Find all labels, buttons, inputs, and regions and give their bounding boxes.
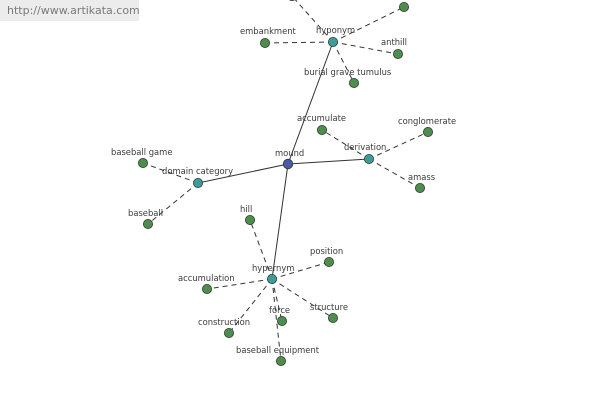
node-label-construction: construction: [198, 317, 250, 327]
node-label-position: position: [310, 246, 343, 256]
leaf-node-burial-grave[interactable]: [348, 78, 359, 89]
leaf-node-structure[interactable]: [327, 312, 338, 323]
edge-domain-category-baseball: [147, 182, 199, 225]
relation-node-derivation[interactable]: [363, 153, 374, 164]
edge-mound-derivation: [287, 158, 370, 165]
node-label-accumulate: accumulate: [297, 113, 346, 123]
edge-hypernym-construction: [228, 278, 273, 334]
graph-labels: embankment anthill burial grave tumulus acc…: [111, 25, 456, 355]
edge-hyponym-top-top-leaf-1: [294, 0, 334, 43]
edge-mound-hyponym-top: [287, 41, 334, 165]
leaf-node-position[interactable]: [323, 256, 334, 267]
edge-hypernym-hill: [249, 219, 273, 280]
node-label-conglomerate: conglomerate: [398, 116, 456, 126]
leaf-node-baseball[interactable]: [142, 218, 153, 229]
node-label-structure: structure: [310, 302, 348, 312]
edge-mound-hypernym: [271, 163, 289, 280]
node-label-hyponym-top: hyponym: [316, 25, 355, 35]
leaf-node-accumulate[interactable]: [316, 125, 327, 136]
edge-derivation-accumulate: [321, 129, 370, 160]
graph-nodes: [137, 0, 433, 366]
watermark-url: http://www.artikata.com: [0, 0, 140, 21]
node-label-embankment: embankment: [240, 26, 297, 36]
node-label-force: force: [269, 305, 290, 315]
leaf-node-embankment[interactable]: [259, 38, 270, 49]
node-label-hypernym: hypernym: [252, 263, 294, 273]
center-node-mound[interactable]: [282, 158, 294, 170]
edge-hypernym-force: [271, 278, 283, 322]
node-label-anthill: anthill: [381, 37, 407, 47]
node-label-mound: mound: [275, 148, 304, 158]
leaf-node-anthill[interactable]: [392, 49, 403, 60]
edge-derivation-amass: [368, 158, 421, 189]
node-label-accumulation: accumulation: [178, 273, 235, 283]
leaf-node-top-leaf-1[interactable]: [287, 0, 296, 1]
relation-node-hyponym-top[interactable]: [327, 37, 338, 48]
edge-hypernym-baseball-equipment: [271, 278, 282, 362]
edge-mound-domain-category: [197, 163, 289, 184]
node-label-baseball-game: baseball game: [111, 147, 173, 157]
edge-hypernym-position: [271, 261, 330, 280]
node-label-baseball-equipment: baseball equipment: [236, 345, 320, 355]
leaf-node-accumulation[interactable]: [201, 283, 212, 294]
leaf-node-force[interactable]: [276, 315, 287, 326]
relation-node-domain-category[interactable]: [192, 177, 203, 188]
edge-hyponym-top-anthill: [332, 41, 399, 55]
edge-hypernym-structure: [271, 278, 334, 319]
node-label-baseball: baseball: [128, 208, 163, 218]
graph-edges: [142, 0, 429, 362]
edge-hypernym-accumulation: [206, 278, 273, 290]
edge-derivation-conglomerate: [368, 131, 429, 160]
leaf-node-top-leaf-2[interactable]: [398, 2, 409, 12]
node-label-hill: hill: [240, 204, 252, 214]
leaf-node-baseball-game[interactable]: [137, 157, 148, 168]
leaf-node-baseball-equipment[interactable]: [275, 355, 286, 366]
relation-node-hypernym[interactable]: [266, 273, 277, 284]
node-label-domain-category: domain category: [162, 166, 233, 176]
edge-hyponym-top-embankment: [264, 41, 334, 44]
node-label-burial-grave: burial grave tumulus: [304, 67, 391, 77]
node-label-amass: amass: [408, 172, 435, 182]
leaf-node-amass[interactable]: [414, 182, 425, 193]
edge-hyponym-top-top-leaf-2: [332, 6, 405, 43]
node-label-derivation: derivation: [344, 142, 386, 152]
leaf-node-hill[interactable]: [244, 214, 255, 225]
edge-domain-category-baseball-game: [142, 162, 199, 184]
edge-hyponym-top-burial-grave: [332, 41, 355, 84]
leaf-node-conglomerate[interactable]: [422, 127, 433, 138]
leaf-node-construction[interactable]: [223, 327, 234, 338]
